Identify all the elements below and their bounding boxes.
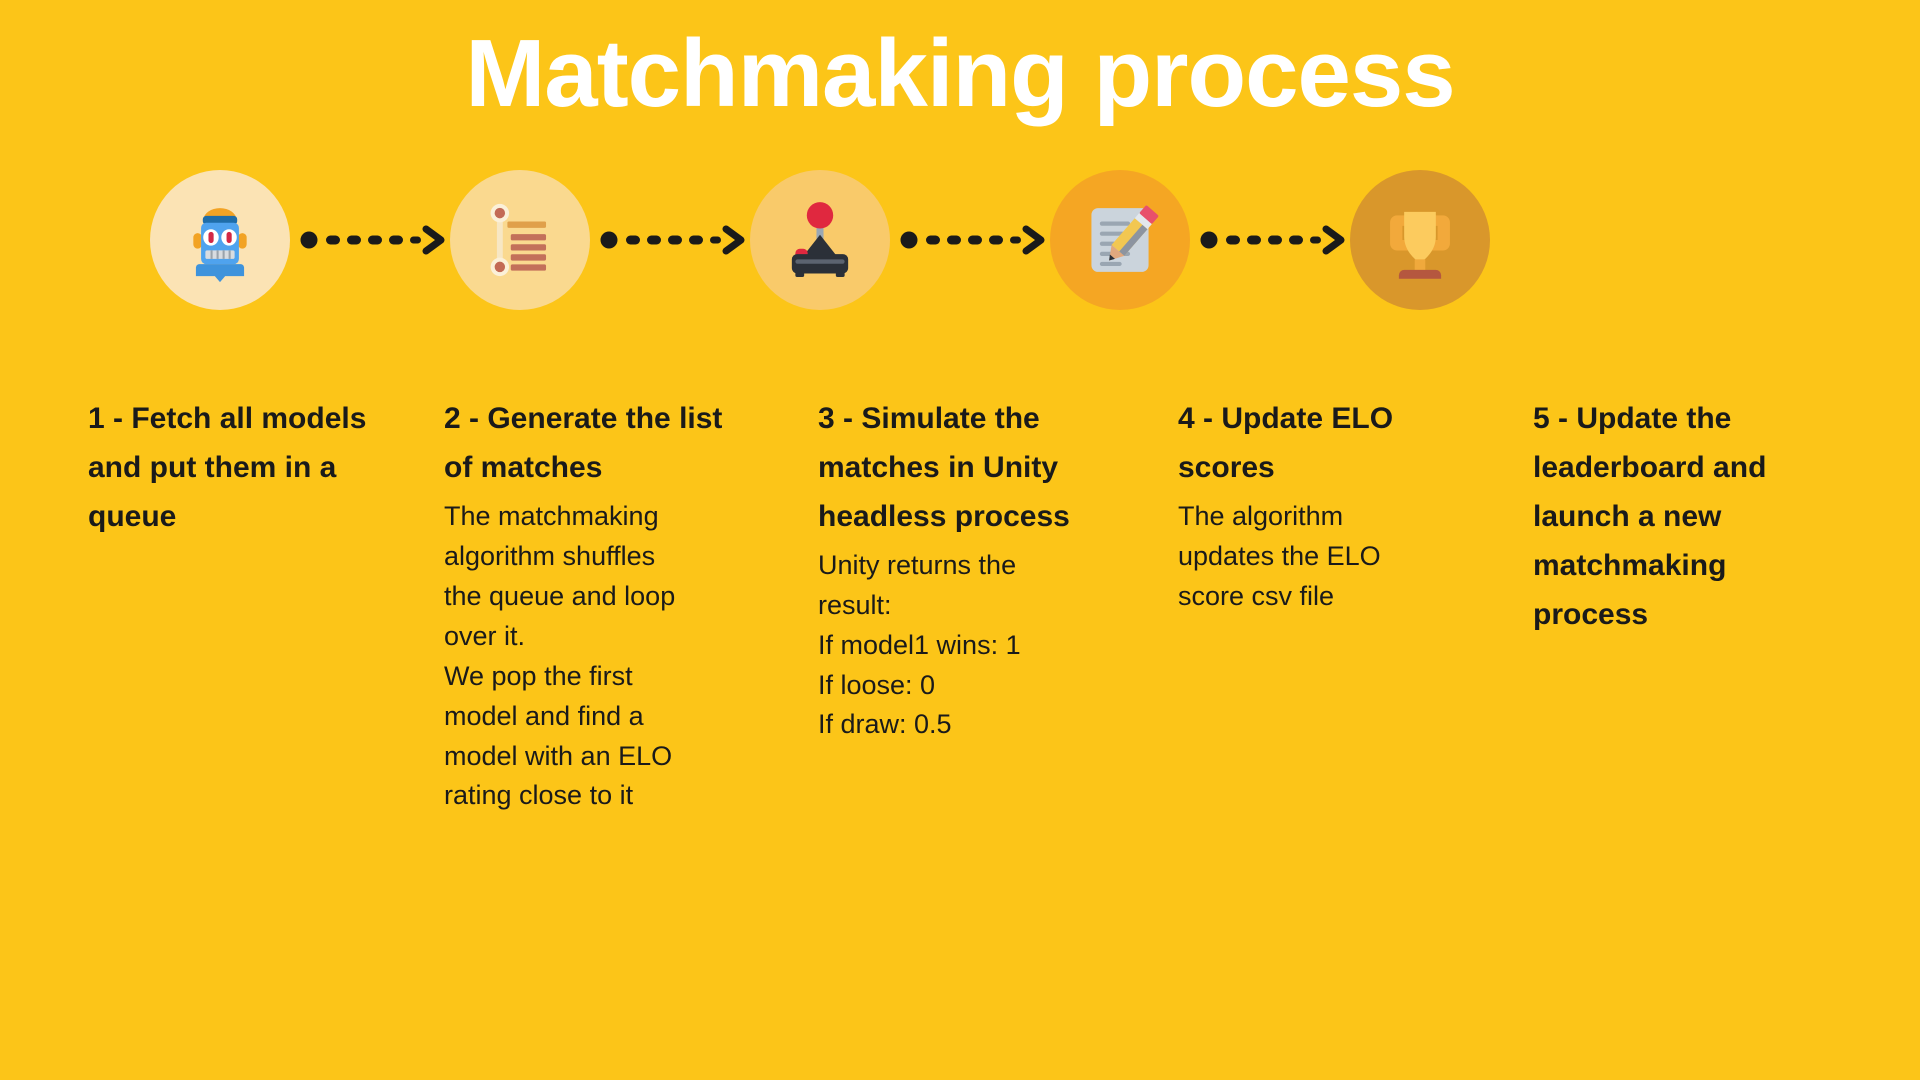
flow-node-4[interactable] [1050,170,1190,310]
body-line: algorithm shuffles [444,540,656,571]
edit-document-icon [1091,205,1159,272]
body-line: score csv file [1178,580,1335,611]
step-column-3: 3 - Simulate the matches in Unity headle… [818,395,1083,745]
flow-node-1[interactable] [150,170,290,310]
step-column-5: 5 - Update the leaderboard and launch a … [1533,395,1833,643]
body-line: over it. [444,620,526,651]
step-column-1: 1 - Fetch all models and put them in a q… [88,395,388,546]
step-3-heading: 3 - Simulate the matches in Unity headle… [818,402,1070,533]
robot-icon [193,208,247,283]
body-line: We pop the first [444,660,633,691]
flow-node-3[interactable] [750,170,890,310]
body-line: model and find a [444,700,644,731]
flow-node-2[interactable] [450,170,590,310]
step-2-body: The matchmaking algorithm shuffles the que… [444,497,759,817]
page-title: Matchmaking process [465,20,1455,127]
body-line: The algorithm [1178,500,1344,531]
step-4-heading: 4 - Update ELO scores [1178,402,1394,484]
body-line: result: [818,589,892,620]
step-5-heading: 5 - Update the leaderboard and launch a … [1533,402,1767,631]
joystick-icon [791,202,849,277]
trophy-icon [1390,211,1450,279]
step-column-2: 2 - Generate the list of matches The mat… [444,395,759,816]
flow-node-5[interactable] [1350,170,1490,310]
step-2-heading: 2 - Generate the list of matches [444,402,723,484]
body-line: the queue and loop [444,580,676,611]
step-4-body: The algorithm updates the ELO score csv fi… [1178,497,1458,617]
body-line: If loose: 0 [818,669,936,700]
process-flow-strip [150,170,1770,345]
arrow-4-to-5 [1200,225,1350,255]
body-line: If draw: 0.5 [818,709,952,740]
step-columns: 1 - Fetch all models and put them in a q… [0,395,1920,995]
body-line: model with an ELO [444,740,673,771]
step-3-body: Unity returns the result: If model1 wins: … [818,546,1083,746]
checklist-icon [490,203,547,277]
step-1-heading: 1 - Fetch all models and put them in a q… [88,402,367,533]
body-line: The matchmaking [444,500,659,531]
arrow-3-to-4 [900,225,1050,255]
body-line: rating close to it [444,780,634,811]
step-column-4: 4 - Update ELO scores The algorithm updat… [1178,395,1458,617]
body-line: If model1 wins: 1 [818,629,1021,660]
body-line: Unity returns the [818,549,1017,580]
arrow-2-to-3 [600,225,750,255]
body-line: updates the ELO [1178,540,1381,571]
arrow-1-to-2 [300,225,450,255]
